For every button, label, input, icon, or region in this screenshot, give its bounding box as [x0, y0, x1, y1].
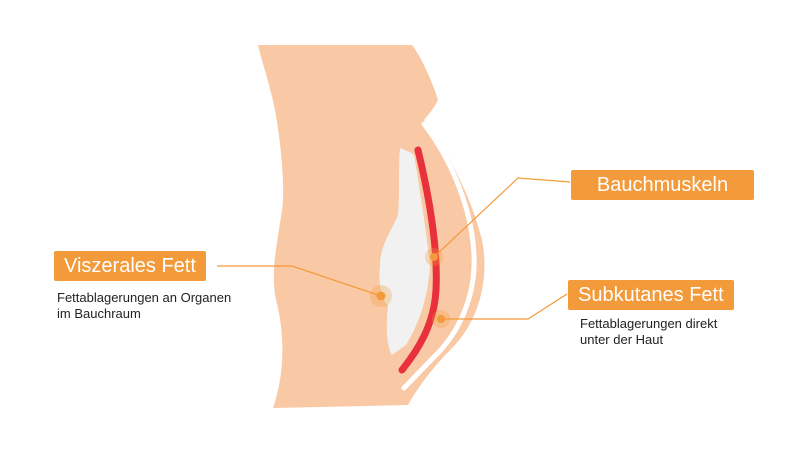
- muscle-marker-dot: [430, 253, 438, 261]
- subcutaneous-marker-dot: [437, 315, 445, 323]
- muscle-connector-line: [433, 177, 571, 258]
- body-silhouette: [258, 45, 485, 408]
- visceral-fat-description-line1: Fettablagerungen an Organen: [57, 290, 232, 305]
- subcutaneous-fat-description-line2: unter der Haut: [580, 332, 664, 347]
- visceral-fat-shape: [379, 148, 430, 355]
- abdominal-muscle-label: Bauchmuskeln: [571, 170, 754, 200]
- muscle-band: [398, 146, 440, 374]
- subcutaneous-fat-label: Subkutanes Fett: [568, 280, 734, 310]
- visceral-connector-line: [217, 265, 382, 297]
- visceral-fat-label: Viszerales Fett: [54, 251, 206, 281]
- visceral-marker-dot: [376, 291, 386, 301]
- skin-separator: [401, 121, 477, 391]
- subcutaneous-fat-description-line1: Fettablagerungen direkt: [580, 316, 718, 331]
- visceral-fat-description-line2: im Bauchraum: [57, 306, 141, 321]
- subcutaneous-connector-line: [441, 293, 568, 320]
